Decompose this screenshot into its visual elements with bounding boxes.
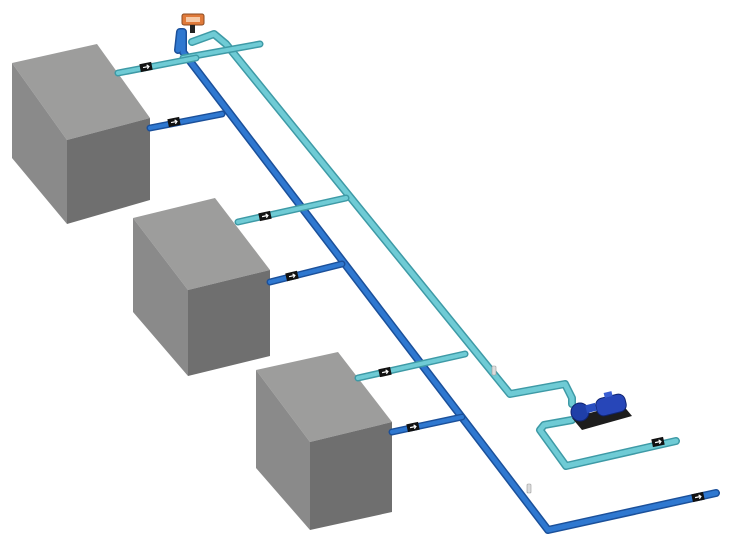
flow-arrow-icon bbox=[406, 421, 420, 433]
valve-icon bbox=[181, 13, 205, 33]
supply-pipe bbox=[114, 30, 680, 470]
flow-arrow-icon bbox=[285, 270, 299, 282]
flow-arrow-icon bbox=[378, 366, 392, 378]
unit-3-top bbox=[256, 352, 392, 442]
unit-3-side bbox=[310, 422, 392, 530]
flow-markers bbox=[139, 61, 705, 503]
unit-1-top bbox=[12, 44, 150, 140]
unit-1-side bbox=[67, 118, 150, 224]
unit-2 bbox=[133, 198, 270, 376]
flow-arrow-icon bbox=[691, 491, 705, 503]
flow-arrow-icon bbox=[167, 116, 181, 128]
unit-2-side bbox=[188, 270, 270, 376]
unit-1-front bbox=[12, 63, 67, 224]
flow-arrow-icon bbox=[139, 61, 153, 73]
flow-arrow-icon bbox=[651, 436, 665, 448]
sensor-icon bbox=[491, 365, 497, 376]
sensor-icon bbox=[526, 483, 532, 494]
unit-3 bbox=[256, 352, 392, 530]
return-pipe bbox=[146, 28, 720, 534]
unit-2-front bbox=[133, 218, 188, 376]
unit-2-top bbox=[133, 198, 270, 290]
unit-1 bbox=[12, 44, 150, 224]
unit-3-front bbox=[256, 370, 310, 530]
pump-icon bbox=[570, 391, 632, 430]
flow-arrow-icon bbox=[258, 210, 272, 222]
